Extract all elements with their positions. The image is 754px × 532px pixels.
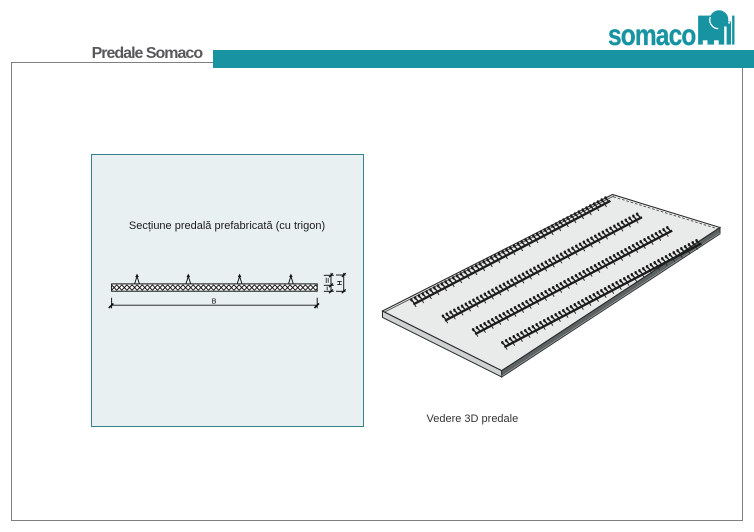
svg-text:B: B — [212, 296, 217, 305]
